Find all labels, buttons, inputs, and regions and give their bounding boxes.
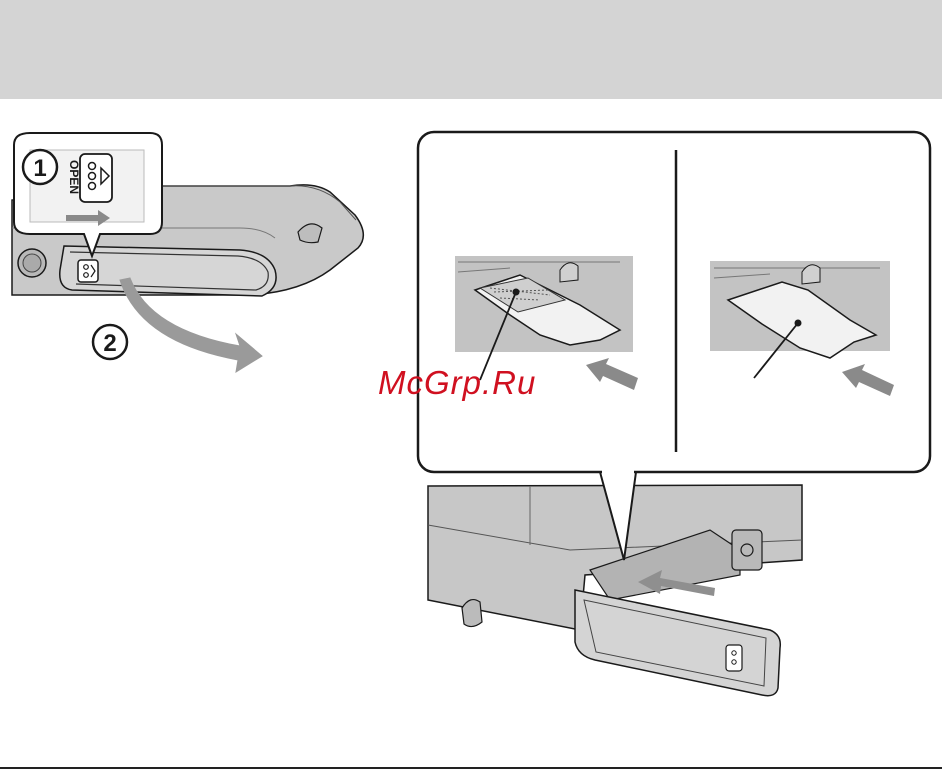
figure-insert-card: [410, 130, 942, 700]
figure-open-cover: 2 OPEN 1: [0, 120, 380, 390]
step2-number: 2: [103, 330, 116, 357]
bottom-rule: [0, 767, 942, 769]
watermark-text: McGrp.Ru: [378, 364, 588, 402]
header-band: [0, 0, 942, 99]
opened-cover: [575, 590, 780, 696]
step1-number: 1: [33, 155, 46, 182]
open-label: OPEN: [67, 160, 81, 194]
